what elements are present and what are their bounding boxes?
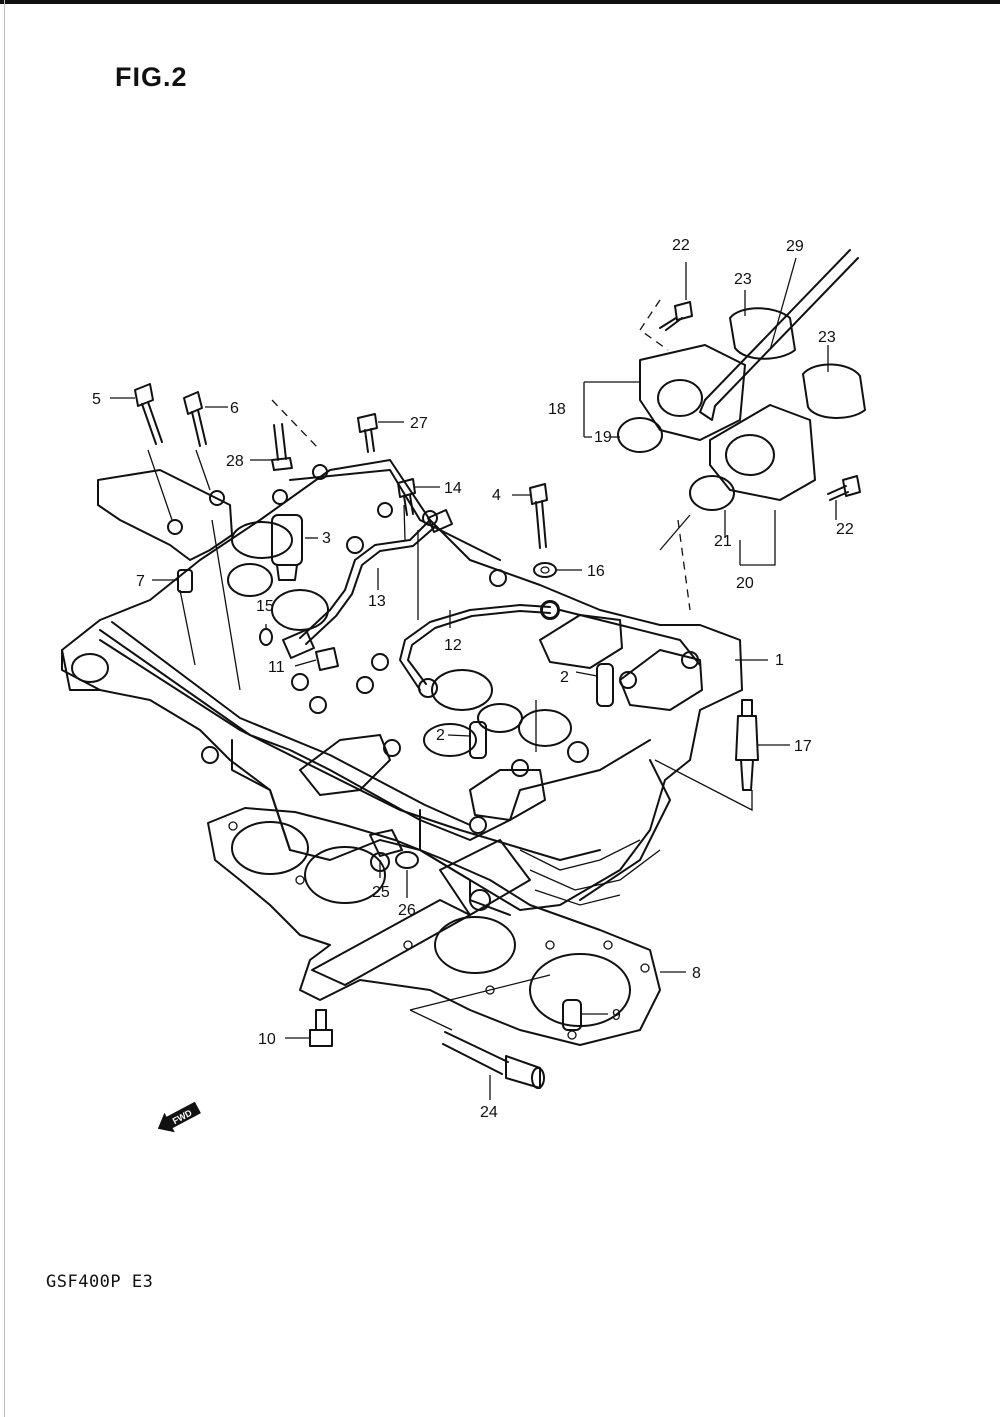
callout-22-bottom: 22 [836, 521, 854, 538]
oil-pipe-drawing [282, 509, 560, 698]
callout-19: 19 [594, 429, 612, 446]
callout-2-upper: 2 [436, 727, 445, 744]
callout-11: 11 [268, 659, 285, 676]
scan-left-edge [4, 0, 5, 1417]
callout-leaders [110, 257, 837, 1100]
intake-assembly-drawing [617, 249, 866, 511]
callout-23-right: 23 [818, 329, 836, 346]
callout-27: 27 [410, 415, 428, 432]
callout-13: 13 [368, 593, 386, 610]
callout-21: 21 [714, 533, 732, 550]
cylinder-head-drawing [61, 459, 743, 916]
callout-23-left: 23 [734, 271, 752, 288]
callout-18: 18 [548, 401, 566, 418]
callout-3: 3 [322, 530, 331, 547]
callout-1: 1 [775, 652, 784, 669]
top-border-rule [0, 0, 1000, 4]
fasteners-drawing [134, 383, 759, 1089]
callout-14: 14 [444, 480, 462, 497]
callout-28: 28 [226, 453, 244, 470]
callout-25: 25 [372, 884, 390, 901]
callout-2-lower: 2 [560, 669, 569, 686]
callout-6: 6 [230, 400, 239, 417]
reference-lines [147, 299, 753, 1031]
callout-4: 4 [492, 487, 501, 504]
callout-29: 29 [786, 238, 804, 255]
callout-10: 10 [258, 1031, 276, 1048]
callout-5: 5 [92, 391, 101, 408]
fwd-direction-marker: FWD [157, 1101, 201, 1133]
callout-26: 26 [398, 902, 416, 919]
callout-8: 8 [692, 965, 701, 982]
callout-12: 12 [444, 637, 462, 654]
callout-9: 9 [612, 1007, 621, 1024]
callout-15: 15 [256, 598, 274, 615]
callout-20: 20 [736, 575, 754, 592]
callout-16: 16 [587, 563, 605, 580]
callout-24: 24 [480, 1104, 498, 1121]
head-gasket-drawing [207, 807, 661, 1046]
callout-labels: 1 2 2 3 4 5 6 7 8 9 10 11 12 13 14 15 16… [92, 237, 854, 1121]
callout-17: 17 [794, 738, 812, 755]
callout-7: 7 [136, 573, 145, 590]
figure-title: FIG.2 [115, 62, 188, 92]
callout-22-top: 22 [672, 237, 690, 254]
model-code-label: GSF400P E3 [46, 1272, 154, 1292]
